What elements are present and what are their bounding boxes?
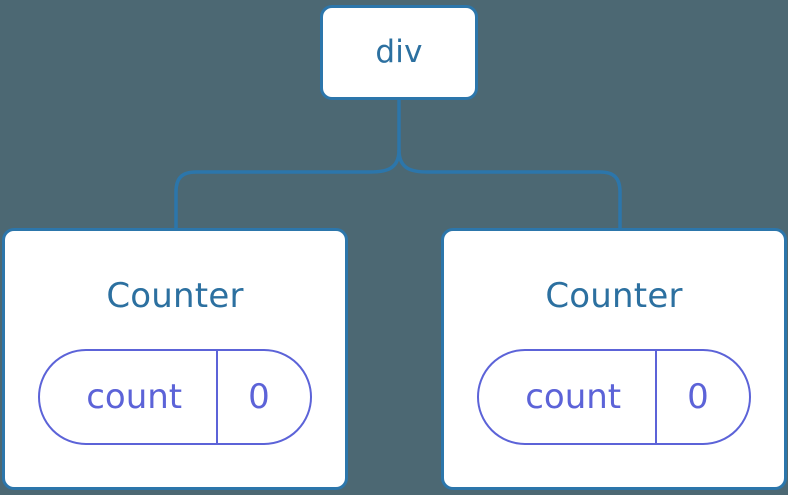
state-divider-right <box>655 351 658 443</box>
state-divider-left <box>216 351 219 443</box>
state-key-right: count <box>525 377 622 417</box>
node-counter-right[interactable]: Counter count 0 <box>441 228 787 490</box>
node-counter-left-label: Counter <box>106 276 244 316</box>
state-pill-right[interactable]: count 0 <box>477 349 751 445</box>
node-root-div[interactable]: div <box>320 5 478 100</box>
state-pill-left[interactable]: count 0 <box>38 349 312 445</box>
state-value-left: 0 <box>248 377 270 417</box>
node-counter-right-label: Counter <box>545 276 683 316</box>
node-counter-left[interactable]: Counter count 0 <box>2 228 348 490</box>
state-value-right: 0 <box>687 377 709 417</box>
node-root-label: div <box>375 34 423 70</box>
state-key-left: count <box>86 377 183 417</box>
